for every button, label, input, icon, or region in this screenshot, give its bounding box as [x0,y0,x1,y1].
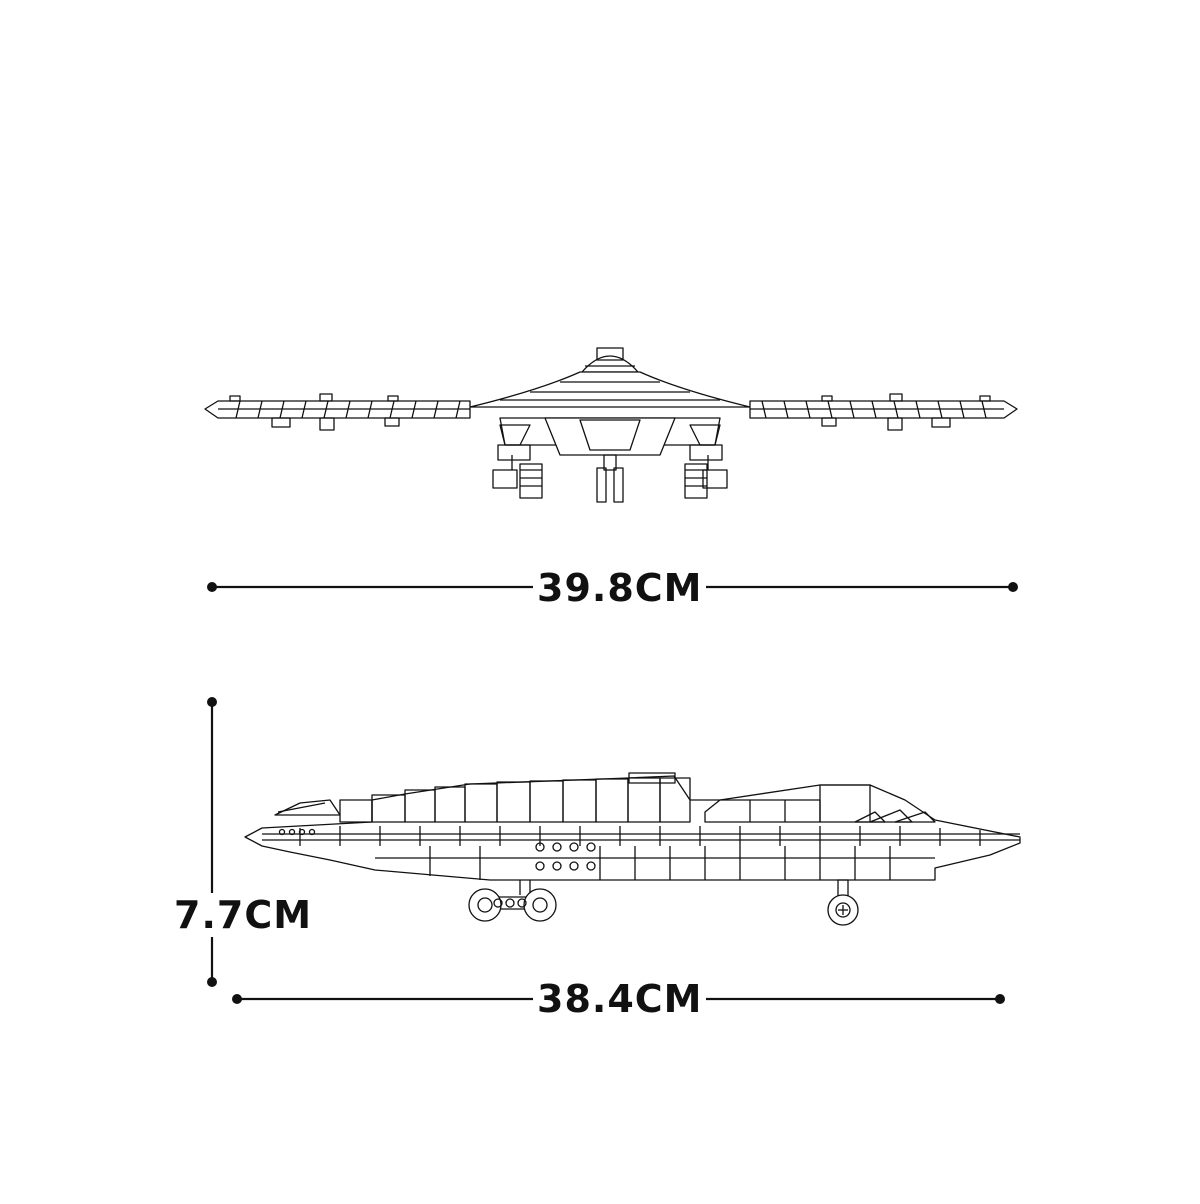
length-dimension-label: 38.4CM [533,977,707,1021]
side-view-aircraft [244,772,1021,926]
width-dimension-label: 39.8CM [533,566,707,610]
height-endpoint-top [207,697,217,707]
height-endpoint-bottom [207,977,217,987]
front-view-aircraft [204,347,1018,503]
height-dimension-label: 7.7CM [172,893,315,937]
width-endpoint-right [1008,582,1018,592]
length-endpoint-left [232,994,242,1004]
width-endpoint-left [207,582,217,592]
length-endpoint-right [995,994,1005,1004]
